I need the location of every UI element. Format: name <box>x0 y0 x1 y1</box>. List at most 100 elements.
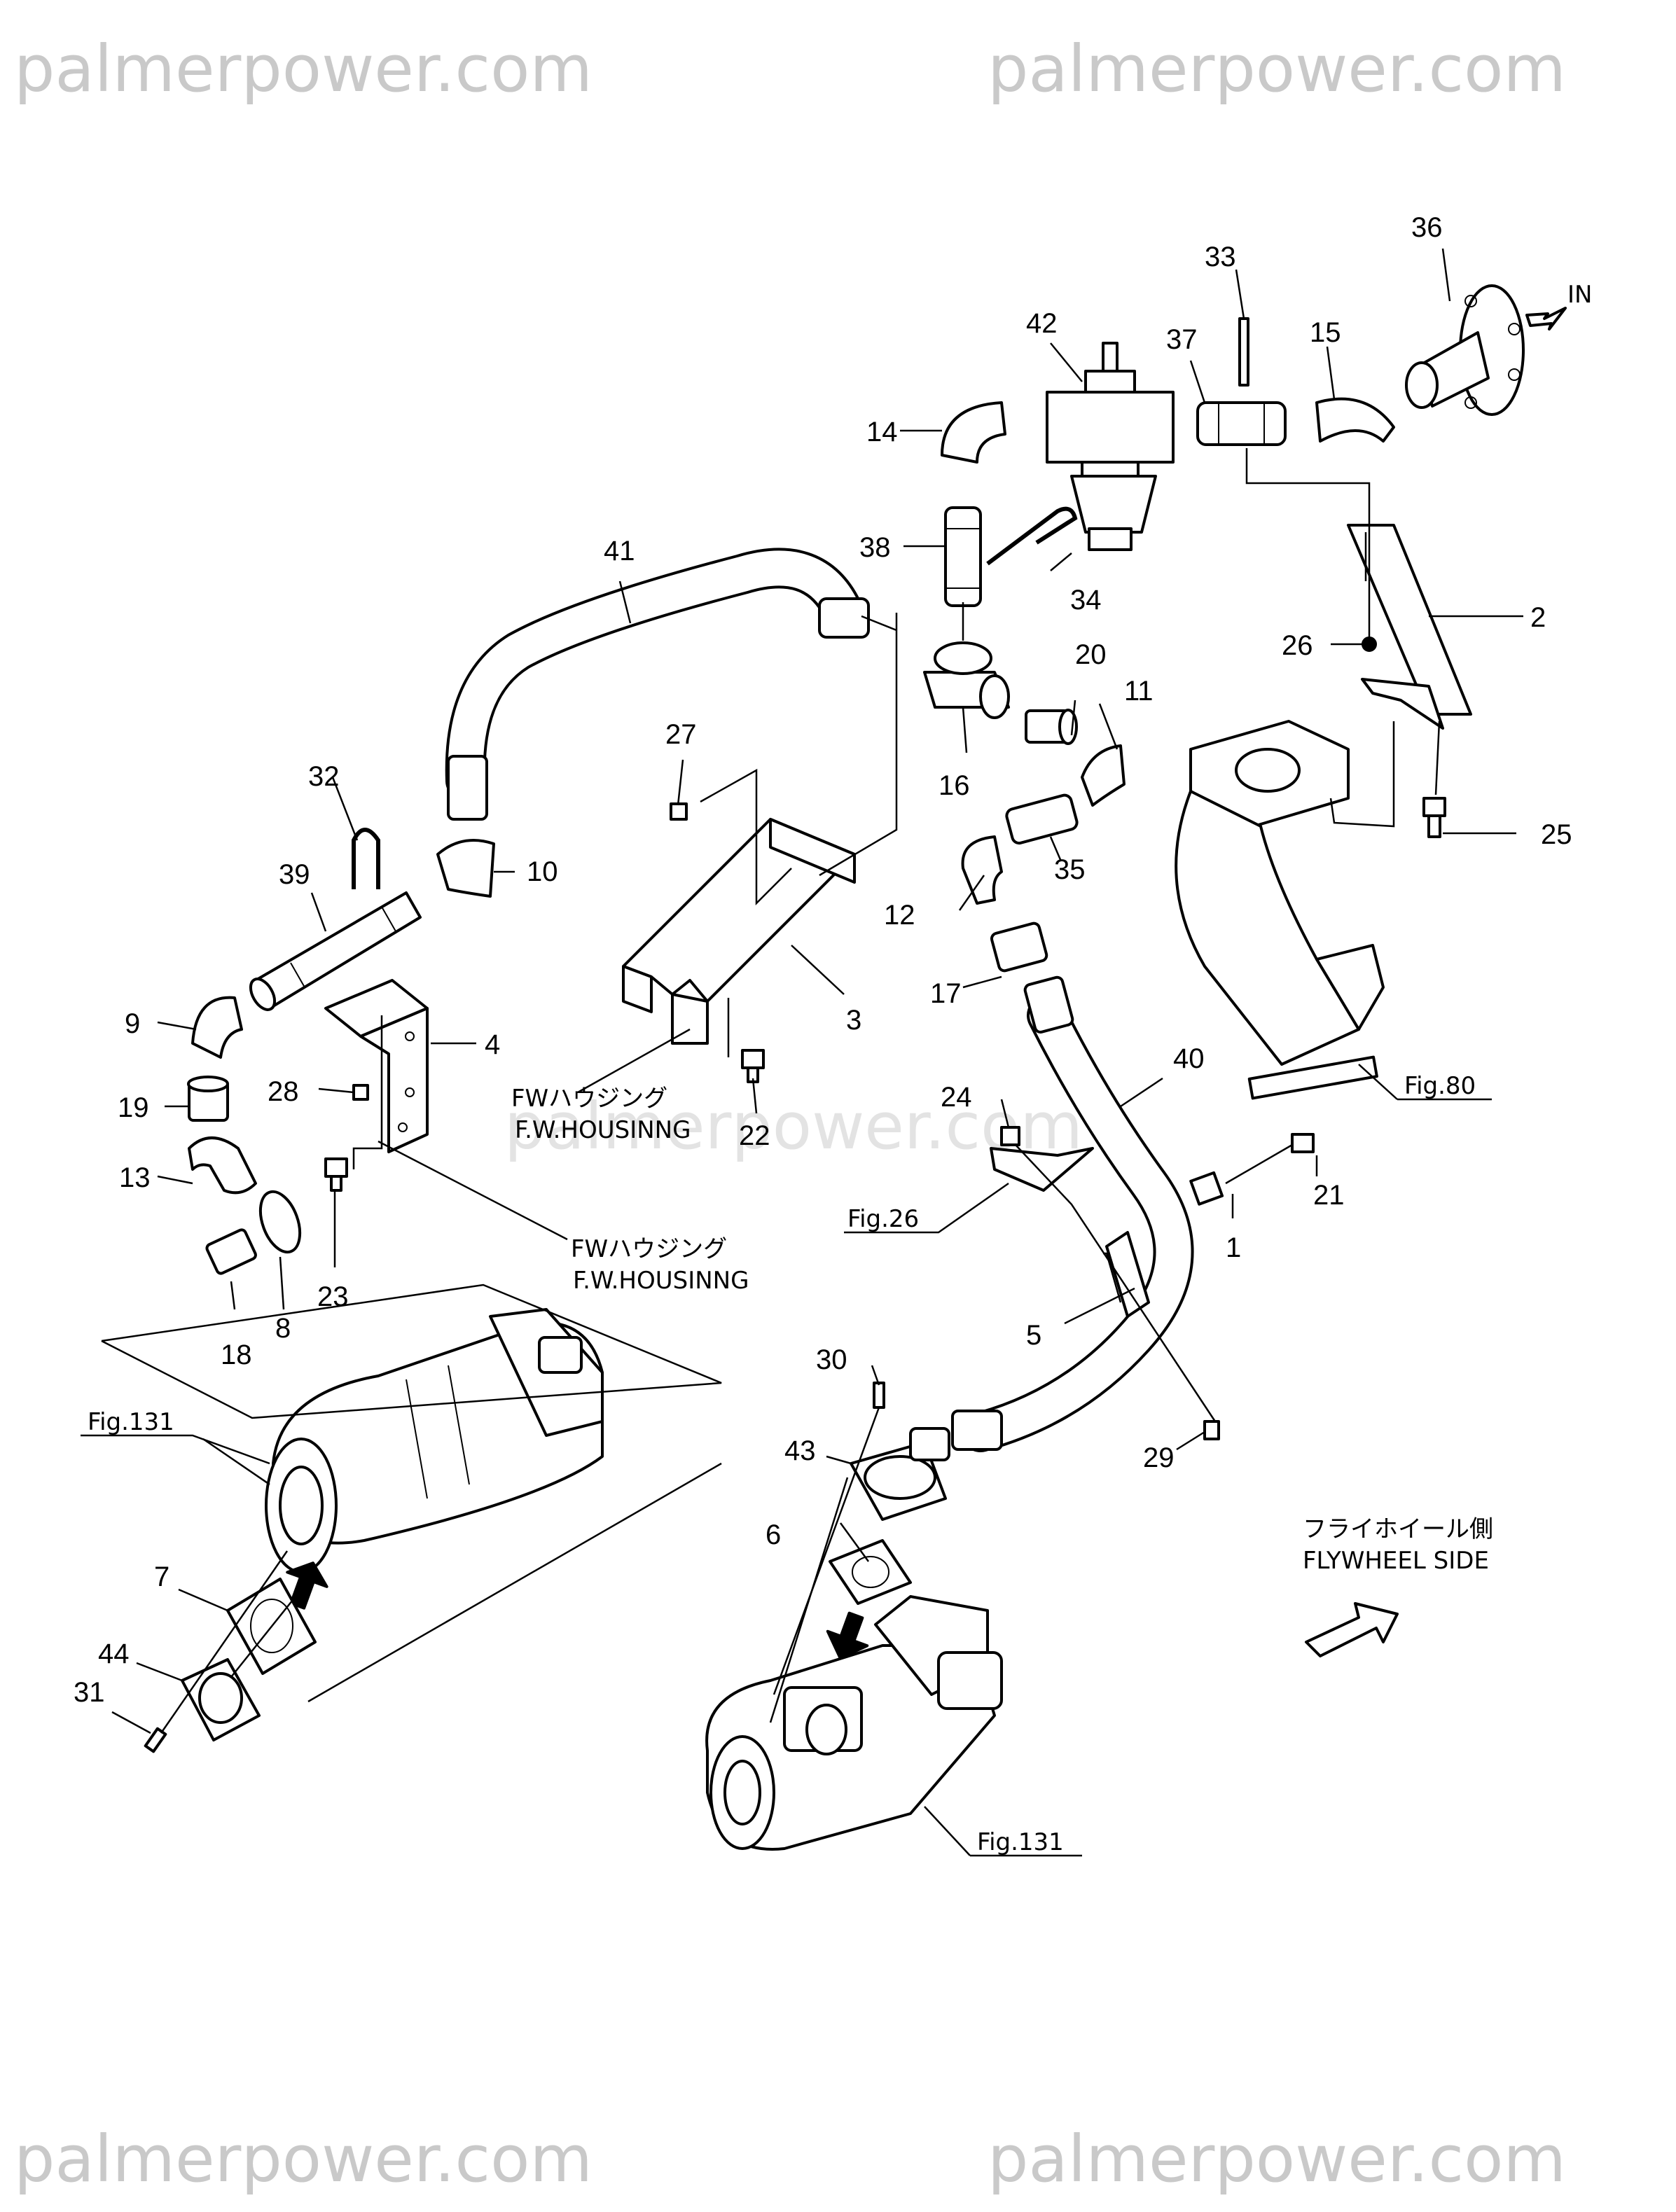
watermarks: palmerpower.com palmerpower.com palmerpo… <box>14 32 1566 2197</box>
part-29-nut <box>1203 1420 1220 1440</box>
callout-8: 8 <box>275 1313 291 1344</box>
arrow-down-icon-bottom <box>826 1611 869 1660</box>
fig80-exhaust-pipe <box>1175 720 1385 1100</box>
callout-17: 17 <box>930 978 962 1009</box>
part-13-elbow <box>188 1136 257 1195</box>
callout-42: 42 <box>1026 308 1058 339</box>
callout-35: 35 <box>1054 854 1086 885</box>
callout-9: 9 <box>125 1008 140 1039</box>
part-25-bolt <box>1422 797 1446 838</box>
callout-26: 26 <box>1282 630 1313 661</box>
in-label: IN <box>1567 281 1592 309</box>
part-3-bracket <box>622 818 856 1045</box>
part-27-nut <box>670 802 688 821</box>
callout-33: 33 <box>1205 242 1236 272</box>
part-17-coupling <box>990 921 1048 973</box>
callout-36: 36 <box>1411 212 1443 243</box>
callout-2: 2 <box>1530 602 1546 633</box>
callout-29: 29 <box>1143 1442 1175 1473</box>
part-10-elbow <box>436 839 495 898</box>
watermark-top-left: palmerpower.com <box>14 32 593 106</box>
part-38-pipe <box>944 506 982 607</box>
callout-20: 20 <box>1075 639 1107 670</box>
fw-housing-label-jp-2: FWハウジング <box>571 1235 727 1263</box>
fig26-bracket <box>990 1147 1094 1192</box>
flywheel-side-arrow-icon <box>1305 1602 1399 1657</box>
fig131-left-label: Fig.131 <box>88 1408 174 1436</box>
callout-12: 12 <box>884 900 915 931</box>
part-18-fitting <box>205 1228 257 1275</box>
part-39-pipe <box>249 891 422 1011</box>
fw-housing-label-jp-1: FWハウジング <box>511 1085 667 1113</box>
callout-22: 22 <box>739 1120 770 1151</box>
callout-25: 25 <box>1541 819 1572 850</box>
part-4-bracket <box>324 979 429 1153</box>
callout-11: 11 <box>1124 676 1154 707</box>
fig26-label: Fig.26 <box>847 1205 919 1233</box>
callout-31: 31 <box>74 1677 105 1708</box>
callout-41: 41 <box>604 536 635 566</box>
callout-43: 43 <box>784 1435 816 1466</box>
callout-27: 27 <box>665 719 697 750</box>
callout-19: 19 <box>118 1092 149 1123</box>
fw-housing-label-en-1: F.W.HOUSINNG <box>515 1116 691 1144</box>
callout-21: 21 <box>1313 1180 1345 1211</box>
callout-14: 14 <box>866 417 898 447</box>
part-24-bolt <box>1000 1126 1020 1146</box>
part-1-clip <box>1189 1171 1224 1206</box>
part-15-elbow <box>1315 397 1395 443</box>
callout-10: 10 <box>527 856 558 887</box>
part-36-inlet-flange <box>1405 284 1525 416</box>
part-34-bent-rod <box>986 506 1078 566</box>
part-20-fitting <box>1025 709 1078 745</box>
part-2-bracket <box>1347 524 1472 730</box>
part-35-nipple <box>1005 793 1079 845</box>
callout-34: 34 <box>1070 585 1102 615</box>
flywheel-side-label-en: FLYWHEEL SIDE <box>1303 1547 1489 1575</box>
callout-7: 7 <box>154 1561 169 1592</box>
callout-28: 28 <box>268 1076 299 1107</box>
part-41-hose <box>445 548 870 821</box>
callout-18: 18 <box>221 1340 252 1370</box>
part-19-fitting <box>187 1076 229 1122</box>
fig80-label: Fig.80 <box>1404 1072 1476 1100</box>
part-44-cover <box>181 1658 261 1741</box>
callout-23: 23 <box>317 1281 349 1312</box>
part-11-elbow <box>1081 744 1126 807</box>
part-16-tee <box>923 641 1010 719</box>
callout-44: 44 <box>98 1639 130 1669</box>
callout-24: 24 <box>941 1082 972 1113</box>
fig131-left-pump <box>265 1308 604 1573</box>
text-labels: IN FWハウジング F.W.HOUSINNG FWハウジング F.W.HOUS… <box>88 281 1592 1856</box>
part-12-elbow <box>961 835 1003 905</box>
callout-6: 6 <box>766 1519 781 1550</box>
watermark-top-right: palmerpower.com <box>988 32 1566 106</box>
part-6-gasket <box>829 1539 912 1605</box>
callout-3: 3 <box>846 1005 861 1036</box>
part-8-ring <box>258 1190 302 1254</box>
callout-numbers: 1 2 3 4 5 6 7 8 9 10 11 12 13 14 15 16 1… <box>74 212 1572 1708</box>
callout-39: 39 <box>279 859 310 890</box>
callout-15: 15 <box>1310 317 1341 348</box>
callout-30: 30 <box>816 1344 847 1375</box>
part-43-cover <box>850 1427 950 1521</box>
callout-32: 32 <box>308 761 340 792</box>
part-32-u-bolt <box>352 828 380 889</box>
part-30-bolt <box>873 1382 885 1409</box>
watermark-center: palmerpower.com <box>504 1089 1083 1164</box>
part-14-elbow <box>941 401 1006 464</box>
callout-37: 37 <box>1166 324 1198 355</box>
part-21-bolt <box>1291 1133 1315 1153</box>
part-5-stay <box>1105 1231 1150 1318</box>
callout-38: 38 <box>859 532 891 563</box>
part-22-bolt <box>741 1049 765 1083</box>
callout-1: 1 <box>1226 1232 1241 1263</box>
part-23-bolt <box>324 1157 348 1192</box>
part-9-elbow <box>191 996 243 1059</box>
callout-13: 13 <box>119 1162 151 1193</box>
callout-16: 16 <box>939 770 970 801</box>
part-33-rod <box>1238 317 1249 387</box>
part-28-nut <box>352 1084 369 1101</box>
fig131-bottom-label: Fig.131 <box>977 1828 1064 1856</box>
